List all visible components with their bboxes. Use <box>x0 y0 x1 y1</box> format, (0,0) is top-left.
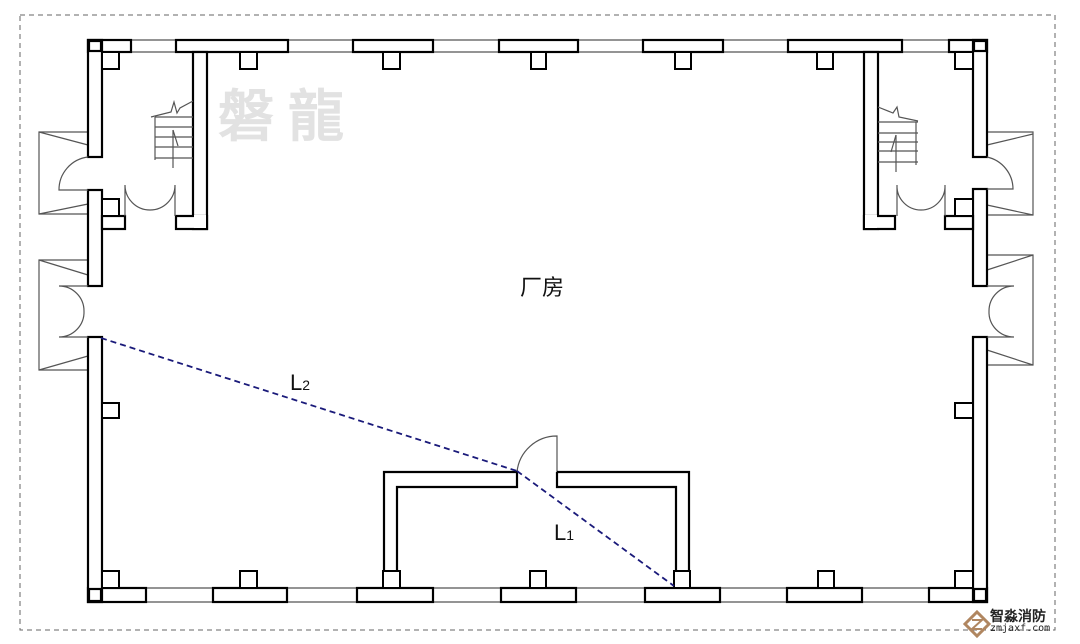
watermark: 磐龍 <box>218 84 358 150</box>
logo-name: 智淼消防 <box>990 608 1046 624</box>
stair-room-walls <box>100 50 975 231</box>
inner-room-walls <box>382 470 691 571</box>
path-label-l2: L2 <box>290 370 310 396</box>
porches <box>38 131 1034 371</box>
logo-url: zmjaxf.com <box>990 623 1051 634</box>
stair-icon <box>150 99 919 172</box>
columns <box>101 51 974 589</box>
path-subscript: 1 <box>566 527 575 543</box>
path-letter: L <box>290 370 303 395</box>
path-subscript: 2 <box>302 377 311 393</box>
exterior-walls <box>86 38 989 604</box>
doors <box>58 156 1015 473</box>
evacuation-path-l1 <box>516 470 675 587</box>
room-label: 厂房 <box>520 275 565 300</box>
logo-mark-icon <box>962 609 992 639</box>
evacuation-path-l2 <box>100 337 518 472</box>
path-letter: L <box>554 520 567 545</box>
site-boundary <box>19 14 1056 631</box>
path-label-l1: L1 <box>554 520 574 546</box>
